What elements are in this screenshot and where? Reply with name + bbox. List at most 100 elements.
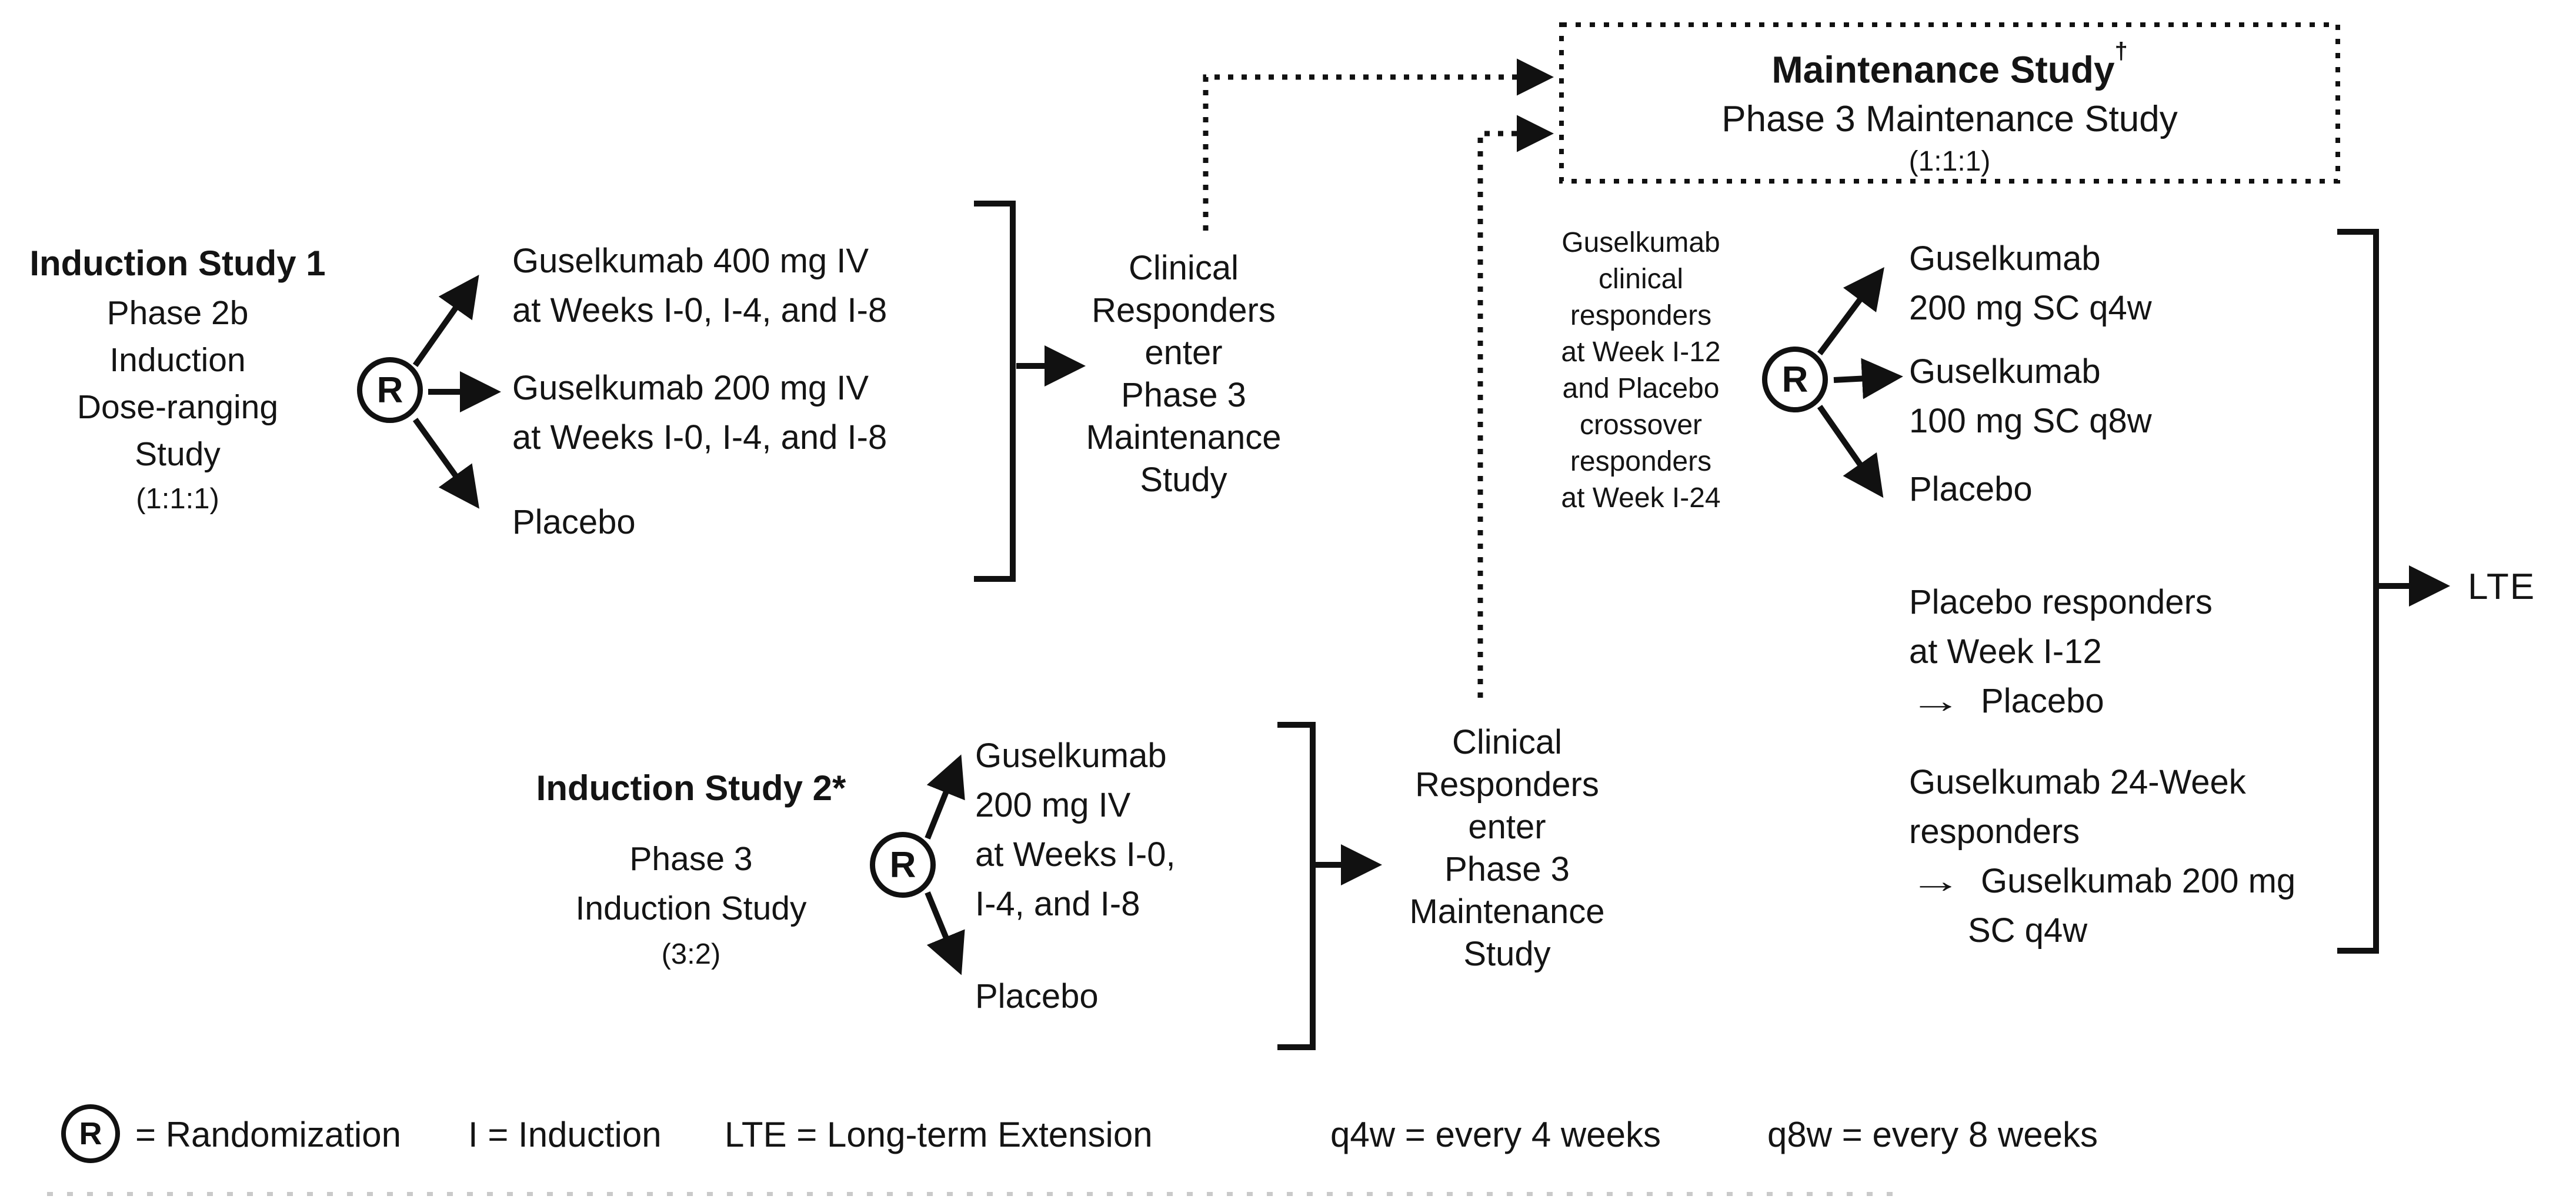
arm-line: Guselkumab 400 mg IV [512,242,869,280]
placebo-responders-block: Placebo responders at Week I-12 → Placebo [1909,578,2213,726]
resp-line: Maintenance [1409,892,1605,931]
induction-study-1-title: Induction Study 1 [29,244,326,283]
resp-line: Responders [1092,291,1276,329]
resp-line: Clinical [1452,723,1562,761]
note-line: Placebo responders [1909,583,2213,621]
induction-study-2-type: Induction Study [575,890,807,927]
arm-line: I-4, and I-8 [975,885,1140,923]
arm-guselkumab-200-sc-q4w: Guselkumab 200 mg SC q4w [1909,234,2152,333]
arrow-r2-to-200sc [1817,267,1884,355]
randomization-icon: R [61,1104,120,1163]
induction-study-1-type: Induction [109,341,246,379]
induction-study-2-title: Induction Study 2* [536,768,846,808]
note-line: responders [1570,446,1712,477]
arm-line: at Weeks I-0, [975,835,1176,874]
dagger-mark: † [2114,38,2128,65]
note-line: at Week I-12 [1561,337,1721,368]
crossover-target: Placebo [1981,682,2104,720]
bracket-maintenance-arms [2337,229,2379,954]
arm-placebo-maintenance: Placebo [1909,465,2033,514]
induction-study-1-design: Dose-ranging [76,388,279,426]
note-line: responders [1909,812,2080,851]
legend-lte: LTE = Long-term Extension [725,1115,1153,1154]
arm-line: Guselkumab [1909,352,2101,391]
legend-q4w: q4w = every 4 weeks [1330,1115,1661,1154]
arm-guselkumab-200-iv: Guselkumab 200 mg IV at Weeks I-0, I-4, … [512,364,887,462]
clinical-responders-1: Clinical Responders enter Phase 3 Mainte… [1059,247,1309,501]
arm-guselkumab-200-iv-study2: Guselkumab 200 mg IV at Weeks I-0, I-4, … [975,731,1176,929]
clinical-responders-2: Clinical Responders enter Phase 3 Mainte… [1382,721,1632,975]
induction-study-1-phase: Phase 2b [106,294,249,332]
arm-line: Placebo [1909,470,2033,508]
arrow-r2-to-100sc [1833,358,1903,399]
randomization-icon: R [1762,347,1828,412]
note-line: crossover [1579,409,1703,441]
arm-line: 200 mg IV [975,786,1131,824]
resp-line: Study [1463,935,1551,973]
legend-induction: I = Induction [468,1115,662,1154]
resp-line: enter [1468,808,1546,846]
arm-line: 200 mg SC q4w [1909,289,2152,327]
arrow-r3-to-placebo [925,891,965,975]
randomization-icon: R [870,832,936,898]
arrow-r2-to-placebo [1817,405,1884,498]
note-line: Guselkumab [1561,227,1720,258]
arm-line: 100 mg SC q8w [1909,402,2152,440]
crossover-line: → Guselkumab 200 mg [1909,857,2295,906]
arm-line: Guselkumab [975,737,1167,775]
arm-line: at Weeks I-0, I-4, and I-8 [512,291,887,329]
resp-line: Phase 3 [1444,850,1570,888]
arrow-r1-to-placebo [412,418,480,509]
maintenance-study-box: Maintenance Study† Phase 3 Maintenance S… [1566,27,2333,179]
arm-guselkumab-400-iv: Guselkumab 400 mg IV at Weeks I-0, I-4, … [512,237,887,335]
arrow-r3-to-200iv [925,754,965,840]
arm-line: Placebo [512,503,636,541]
induction-study-2-block: Induction Study 2* Phase 3 Induction Stu… [515,762,867,975]
bracket-induction1-arms [974,201,1016,582]
note-line: at Week I-12 [1909,632,2102,671]
resp-line: Clinical [1129,249,1239,287]
resp-line: enter [1144,334,1223,372]
induction-study-2-ratio: (3:2) [661,938,721,970]
induction-study-1-block: Induction Study 1 Phase 2b Induction Dos… [13,238,342,520]
arm-placebo-induction2: Placebo [975,972,1099,1021]
lte-label: LTE [2468,567,2536,607]
resp-line: Maintenance [1086,418,1282,457]
arm-line: at Weeks I-0, I-4, and I-8 [512,418,887,457]
note-line: and Placebo [1562,373,1720,404]
maintenance-title-text: Maintenance Study [1771,48,2115,91]
arm-placebo-induction1: Placebo [512,498,636,547]
resp-line: Phase 3 [1121,376,1246,414]
arm-line: Guselkumab 200 mg IV [512,369,869,407]
guselkumab-24wk-responders-block: Guselkumab 24-Week responders → Guselkuma… [1909,758,2295,955]
maintenance-study-ratio: (1:1:1) [1908,146,1991,178]
crossover-target: Guselkumab 200 mg [1981,862,2296,900]
crossover-target-cont: SC q4w [1968,911,2088,950]
induction-study-1-ratio: (1:1:1) [136,483,219,515]
note-line: at Week I-24 [1561,482,1721,514]
crossover-line: → Placebo [1909,677,2213,726]
dotted-connector-responders1-to-maintenance [1203,58,1554,231]
randomization-icon: R [357,357,423,423]
legend-q8w: q8w = every 8 weeks [1767,1115,2098,1154]
bracket-induction2-arms [1277,722,1316,1050]
arm-guselkumab-100-sc-q8w: Guselkumab 100 mg SC q8w [1909,347,2152,446]
cropped-text-remnant [47,1192,1906,1196]
right-arrow-icon: → [1909,682,1962,720]
arm-line: Guselkumab [1909,239,2101,278]
arm-line: Placebo [975,977,1099,1015]
induction-study-2-phase: Phase 3 [629,840,753,878]
note-line: clinical [1598,264,1684,295]
maintenance-entry-note: Guselkumab clinical responders at Week I… [1494,225,1788,517]
maintenance-study-title: Maintenance Study† [1566,36,2333,95]
right-arrow-icon: → [1909,862,1962,900]
note-line: Guselkumab 24-Week [1909,763,2246,801]
legend-randomization: = Randomization [135,1115,401,1154]
maintenance-study-subtitle: Phase 3 Maintenance Study [1721,99,2178,140]
resp-line: Study [1140,461,1227,499]
arrow-r1-to-400mg [412,274,479,367]
note-line: responders [1570,300,1712,331]
resp-line: Responders [1415,765,1599,804]
